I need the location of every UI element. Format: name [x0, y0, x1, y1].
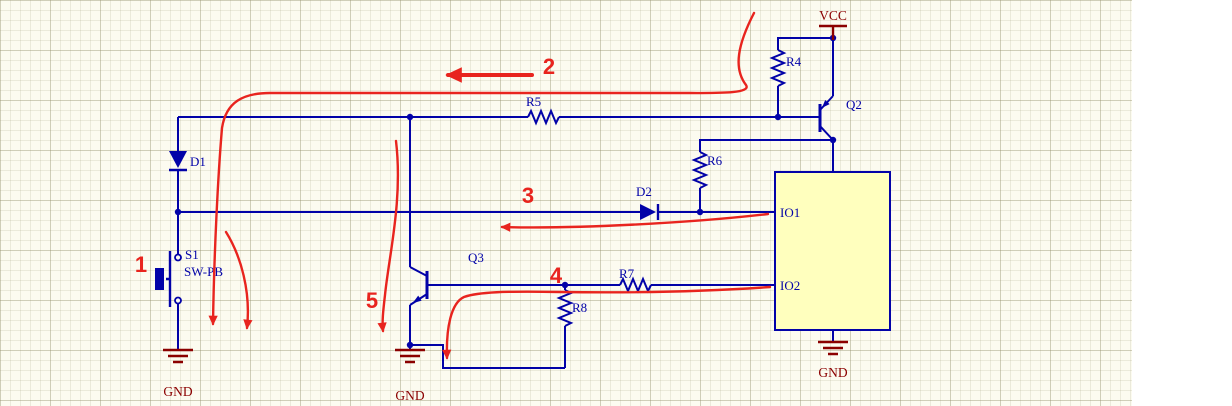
diode-d1[interactable]: D1 [169, 151, 206, 172]
switch-s1-terminal-top [174, 253, 182, 262]
transistor-q3[interactable]: Q3 [409, 250, 484, 306]
transistor-q3-collector [409, 266, 428, 277]
switch-s1-plunger [155, 268, 164, 290]
transistor-q2-label: Q2 [846, 97, 862, 112]
power-port-gnd-left[interactable]: GND [163, 348, 193, 399]
diode-d2[interactable]: D2 [636, 184, 660, 220]
junction-dots [174, 34, 837, 349]
switch-s1-terminal-bottom [174, 296, 182, 305]
resistor-r8-body[interactable] [556, 289, 574, 327]
flow-path-4 [442, 285, 772, 360]
flow-step-2-label: 2 [543, 54, 555, 79]
junction-dot [406, 113, 414, 121]
transistor-q2-arrow [821, 100, 830, 108]
vcc-label: VCC [819, 8, 847, 23]
gnd-right-symbol [818, 340, 848, 356]
junction-dot [561, 281, 569, 289]
resistor-r8-label: R8 [572, 300, 587, 315]
flow-path-3-to-gnd [224, 230, 253, 330]
diode-d1-anode[interactable] [169, 151, 187, 168]
flow-path-2 [208, 11, 756, 326]
power-port-vcc[interactable]: VCC [819, 8, 847, 40]
diode-d2-anode[interactable] [640, 204, 656, 220]
gnd-middle-label: GND [395, 388, 424, 403]
power-port-gnd-middle[interactable]: GND [395, 348, 425, 403]
flow-step-5-label: 5 [366, 288, 378, 313]
transistor-q3-arrow [412, 295, 422, 304]
ic-pin-io2-label: IO2 [780, 278, 800, 293]
resistor-r4-body[interactable] [769, 49, 787, 87]
resistor-r7-body[interactable] [619, 276, 652, 294]
flow-path-5 [377, 139, 400, 333]
gnd-left-label: GND [163, 384, 192, 399]
wire-r8-return[interactable] [410, 344, 565, 369]
resistor-r5[interactable]: R5 [526, 94, 560, 126]
switch-s1-contact-bar [166, 251, 172, 307]
current-flow-annotations: 1 2 3 4 5 [135, 11, 772, 360]
junction-dot [829, 136, 837, 144]
resistor-r6-label: R6 [707, 153, 723, 168]
resistor-r6[interactable]: R6 [691, 151, 723, 189]
schematic-sheet-grid [0, 0, 1132, 406]
ic-body[interactable] [774, 171, 891, 331]
flow-step-4-label: 4 [550, 263, 563, 288]
flow-step-3-label: 3 [522, 183, 534, 208]
canvas-blank-margin [1132, 0, 1232, 406]
flow-path-3 [500, 212, 770, 232]
wire-r6-stubs[interactable] [699, 139, 833, 212]
junction-dot [174, 208, 182, 216]
ic-block[interactable]: IO1 IO2 [774, 171, 891, 331]
resistor-r4[interactable]: R4 [769, 49, 802, 87]
resistor-r6-body[interactable] [691, 151, 709, 189]
gnd-right-label: GND [818, 365, 847, 380]
switch-s1-ref-label: S1 [185, 247, 199, 262]
resistor-r4-label: R4 [786, 54, 802, 69]
resistor-r5-label: R5 [526, 94, 541, 109]
resistor-r7-label: R7 [619, 266, 635, 281]
transistor-q3-label: Q3 [468, 250, 484, 265]
diode-d2-label: D2 [636, 184, 652, 199]
flow-step-1-label: 1 [135, 252, 147, 277]
resistor-r7[interactable]: R7 [619, 266, 652, 294]
ic-pin-io1-label: IO1 [780, 205, 800, 220]
resistor-r8[interactable]: R8 [556, 289, 587, 327]
transistor-q2[interactable]: Q2 [818, 95, 862, 141]
diode-d1-label: D1 [190, 154, 206, 169]
gnd-left-symbol [163, 348, 193, 364]
resistor-r5-body[interactable] [527, 108, 560, 126]
junction-dot [406, 341, 414, 349]
power-port-gnd-right[interactable]: GND [818, 340, 848, 380]
wires[interactable] [177, 37, 834, 369]
switch-s1-part-label: SW-PB [184, 264, 223, 279]
wire-vcc-net[interactable] [777, 37, 834, 117]
junction-dot [696, 208, 704, 216]
junction-dot [774, 113, 782, 121]
vcc-bar-symbol [819, 24, 847, 40]
gnd-middle-symbol [395, 348, 425, 364]
